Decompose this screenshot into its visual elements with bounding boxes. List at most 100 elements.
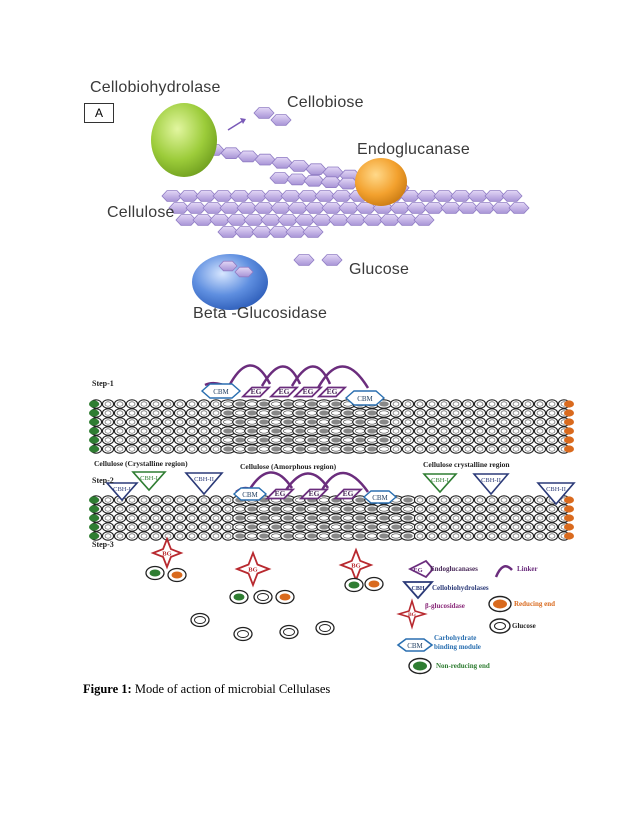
glucose-unit	[197, 513, 211, 523]
glucose-unit	[497, 495, 511, 505]
glucose-unit-inner	[164, 410, 172, 416]
amorphous-unit	[343, 446, 353, 452]
label-cellulose: Cellulose	[107, 204, 175, 221]
legend-cbh-text: Cellobiohydrolases	[432, 584, 489, 592]
glucose-unit	[437, 531, 451, 541]
glucose-unit	[485, 504, 499, 514]
glucose-unit	[497, 504, 511, 514]
cbh1-triangle	[131, 471, 167, 492]
glucose-unit	[389, 435, 403, 445]
glucose-unit-inner	[548, 410, 556, 416]
cellulose-hexagon	[304, 202, 326, 214]
glucose-unit-inner	[164, 533, 172, 539]
glucose-unit-inner	[392, 410, 400, 416]
cellulose-hexagon	[285, 226, 307, 238]
cellulose-hexagon	[263, 190, 285, 202]
glucose-unit	[521, 399, 535, 409]
glucose-unit	[161, 444, 175, 454]
glucose-unit	[461, 399, 475, 409]
legend: EG Endoglucanases CBH Cellobiohydrolases…	[396, 559, 555, 675]
cellobiose-hexagon	[270, 114, 292, 126]
cellulose-hexagon	[270, 202, 292, 214]
non-reducing-end	[89, 505, 99, 513]
glucose-unit	[173, 531, 187, 541]
cellulose-hexagon	[457, 202, 479, 214]
glucose-unit	[173, 522, 187, 532]
glucose-unit-inner	[140, 446, 148, 452]
glucose-hexagon	[234, 266, 254, 278]
glucose-unit-inner	[104, 506, 112, 512]
glucose-unit	[197, 531, 211, 541]
glucose-unit	[125, 444, 139, 454]
glucose-unit	[533, 444, 547, 454]
glucose-unit-inner	[416, 401, 424, 407]
glucose-unit	[185, 417, 199, 427]
glucose-unit	[449, 408, 463, 418]
non-reducing-end	[89, 523, 99, 531]
non-reducing-end	[89, 400, 99, 408]
bg-star	[234, 550, 272, 588]
amorphous-unit	[355, 419, 365, 425]
glucose-unit	[413, 495, 427, 505]
glucose-unit-inner	[368, 580, 380, 588]
glucose-unit-inner	[476, 497, 484, 503]
linker-arcs-step2	[235, 471, 370, 494]
glucose-unit-inner	[536, 410, 544, 416]
glucose-unit-inner	[152, 401, 160, 407]
eg-label: EG	[303, 387, 314, 396]
glucose-unit-inner	[416, 410, 424, 416]
glucose-unit	[473, 504, 487, 514]
glucose-unit-inner	[149, 569, 161, 577]
amorphous-unit	[319, 428, 329, 434]
arrow-head-icon	[240, 118, 246, 124]
amorphous-unit	[403, 497, 413, 503]
reducing-end	[564, 445, 574, 453]
cellulose-hexagon-chains	[161, 144, 530, 238]
cbm-label: CBM	[357, 395, 373, 403]
glucose-unit	[425, 495, 439, 505]
glucose-unit-inner	[200, 515, 208, 521]
glucose-unit-inner	[348, 581, 360, 589]
amorphous-unit	[271, 524, 281, 530]
glucose-unit-inner	[404, 428, 412, 434]
cellulose-hexagon	[467, 190, 489, 202]
cellulose-hexagon	[501, 190, 523, 202]
eg-label: EG	[327, 387, 338, 396]
glucose-unit	[497, 444, 511, 454]
glucose-unit-inner	[188, 533, 196, 539]
glucose-unit	[161, 399, 175, 409]
non-reducing-end	[89, 418, 99, 426]
glucose-unit	[221, 495, 235, 505]
glucose-unit-inner	[176, 524, 184, 530]
glucose-unit-inner	[212, 437, 220, 443]
legend-reducing-fill	[493, 599, 507, 609]
glucose-unit-inner	[212, 428, 220, 434]
glucose-unit	[209, 522, 223, 532]
glucose-unit	[137, 444, 151, 454]
glucose-unit-inner	[512, 524, 520, 530]
amorphous-unit	[367, 428, 377, 434]
glucose-unit-inner	[416, 446, 424, 452]
amorphous-unit	[367, 410, 377, 416]
amorphous-unit	[343, 410, 353, 416]
glucose-unit	[449, 426, 463, 436]
glucose-hexagon	[321, 254, 343, 266]
glucose-unit-inner	[464, 515, 472, 521]
glucose-unit-inner	[164, 437, 172, 443]
glucose-hexagon	[293, 254, 315, 266]
cbh1-triangle	[422, 473, 458, 494]
cbh2-label: CBH-II	[194, 476, 214, 483]
glucose-unit	[173, 399, 187, 409]
glucose-unit-inner	[512, 428, 520, 434]
glucose-unit	[221, 522, 235, 532]
cellulose-hexagon	[484, 190, 506, 202]
linker-arcs-step1	[204, 364, 370, 390]
glucose-unit	[400, 504, 416, 514]
glucose-unit	[389, 399, 403, 409]
glucose-unit	[485, 444, 499, 454]
glucose-unit-inner	[188, 428, 196, 434]
eg-label: EG	[343, 489, 354, 498]
glucose-unit	[149, 444, 163, 454]
amorphous-unit	[319, 506, 329, 512]
glucose-unit	[185, 504, 199, 514]
